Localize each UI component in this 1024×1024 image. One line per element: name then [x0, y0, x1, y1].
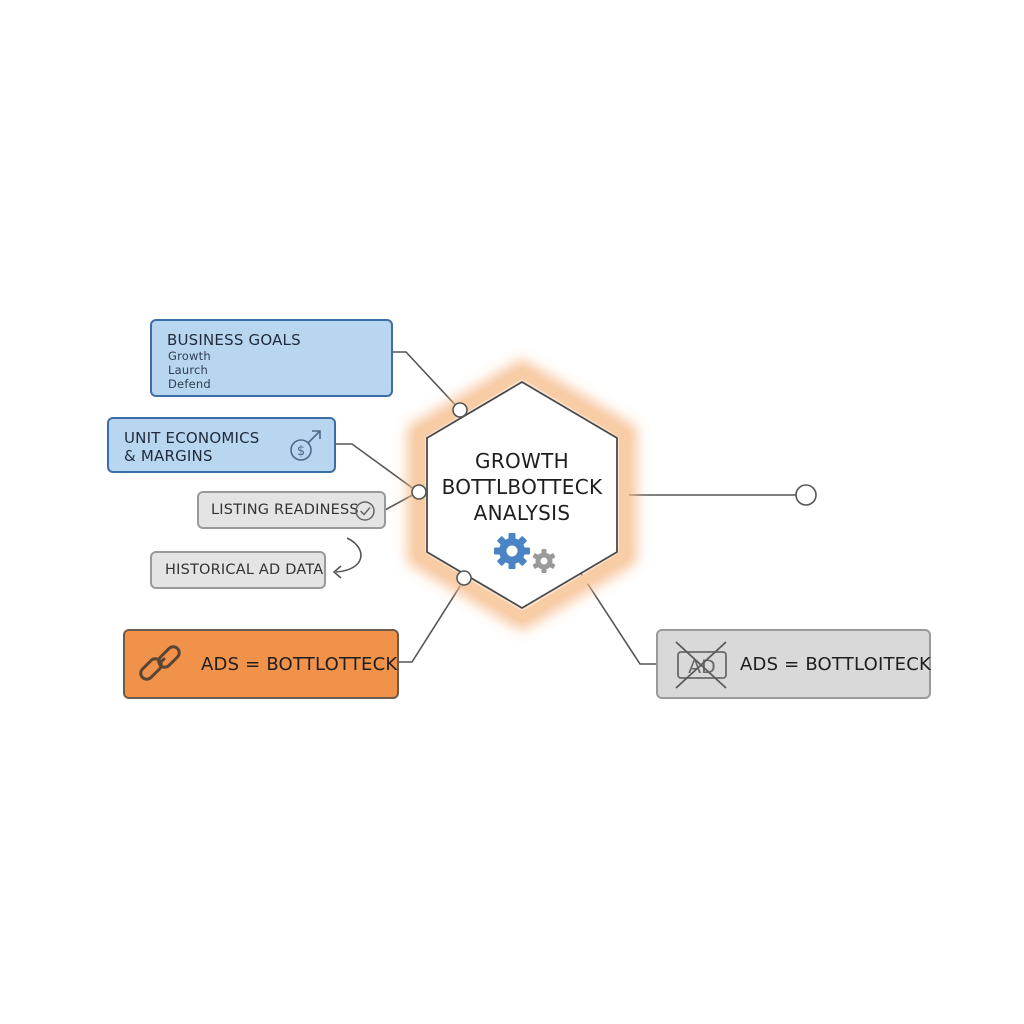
connector-ads-not-bottleneck: [579, 571, 657, 665]
ads-bottleneck-box[interactable]: ADS = BOTTLOTTECK: [123, 629, 399, 699]
listing-readiness-box[interactable]: LISTING READINESS: [197, 491, 386, 529]
center-title-line-1: GROWTH: [475, 449, 569, 473]
dollar-arrow-icon: $: [290, 430, 321, 461]
curved-arrow-icon: [330, 536, 370, 580]
broken-link-icon: [139, 645, 181, 681]
business-goals-box[interactable]: BUSINESS GOALS Growth Laurch Defend: [150, 319, 393, 397]
connector-unit-economics: [335, 443, 419, 493]
connector-historical-curve: [335, 537, 362, 573]
unit-economics-box[interactable]: UNIT ECONOMICS & MARGINS $: [107, 417, 336, 473]
unit-economics-title-line-2: & MARGINS: [124, 447, 213, 465]
connector-business-goals: [392, 351, 461, 411]
center-hexagon: [426, 380, 618, 610]
output-node-right[interactable]: [795, 484, 817, 506]
svg-text:$: $: [297, 444, 305, 459]
connector-node-left: [411, 484, 427, 500]
business-goals-item-defend: Defend: [168, 377, 211, 391]
ads-not-bottleneck-label: ADS = BOTTLOITECK: [740, 654, 932, 675]
historical-ad-data-label: HISTORICAL AD DATA: [165, 562, 324, 578]
center-title-line-3: ANALYSIS: [473, 501, 571, 525]
ads-not-bottleneck-box[interactable]: AD ADS = BOTTLOITECK: [656, 629, 931, 699]
check-circle-icon: [355, 501, 375, 521]
business-goals-item-launch: Laurch: [168, 363, 209, 377]
business-goals-item-growth: Growth: [168, 349, 211, 363]
center-title: GROWTH BOTTLBOTTECK ANALYSIS: [420, 448, 624, 526]
curved-arrow-head: [332, 565, 342, 579]
ads-bottleneck-label: ADS = BOTTLOTTECK: [201, 654, 398, 675]
business-goals-title: BUSINESS GOALS: [167, 331, 301, 349]
center-hexagon-halo: [415, 367, 629, 623]
unit-economics-title-line-1: UNIT ECONOMICS: [124, 429, 260, 447]
center-title-line-2: BOTTLBOTTECK: [441, 475, 603, 499]
connector-node-bottom-left: [456, 570, 472, 586]
listing-readiness-label: LISTING READINESS: [211, 502, 359, 518]
historical-ad-data-box[interactable]: HISTORICAL AD DATA: [150, 551, 326, 589]
crossed-ad-icon: AD: [675, 641, 727, 689]
connector-ads-bottleneck: [398, 579, 465, 663]
gears-icon: [494, 533, 556, 573]
connector-node-top-left: [452, 402, 468, 418]
